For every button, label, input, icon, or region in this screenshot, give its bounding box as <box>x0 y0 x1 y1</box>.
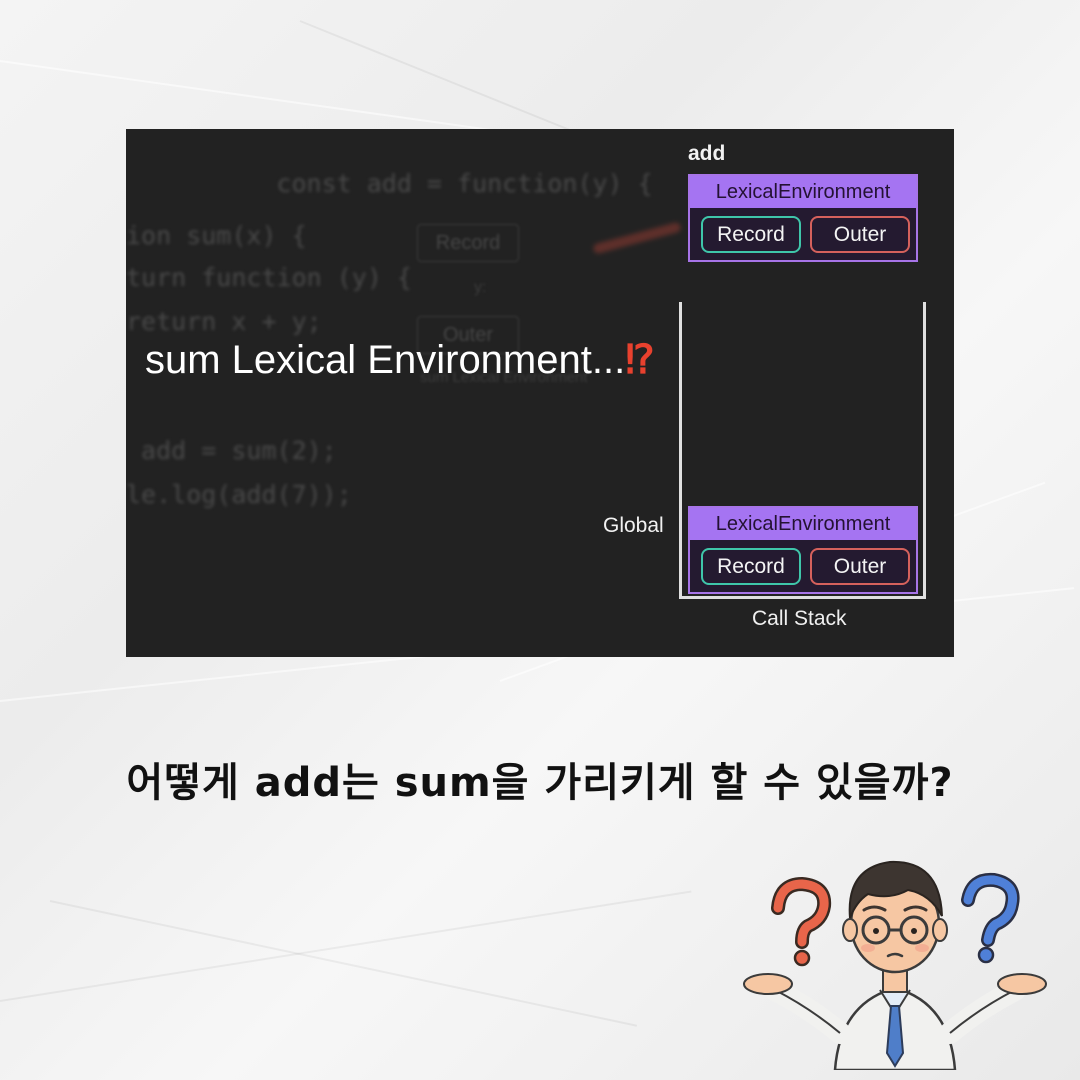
code-line: ion sum(x) { <box>126 221 307 250</box>
code-line: return x + y; <box>126 307 322 336</box>
overlay-text: sum Lexical Environment... <box>145 338 626 382</box>
call-stack-right-wall <box>923 302 926 599</box>
ghost-record-box: Record <box>417 224 519 262</box>
video-frame: const add = function(y) { ion sum(x) { t… <box>126 129 954 657</box>
code-line: turn function (y) { <box>126 263 412 292</box>
call-stack-label: Call Stack <box>752 607 847 630</box>
record-box: Record <box>701 548 801 585</box>
question-mark-icon <box>961 872 1020 964</box>
add-lexical-environment: LexicalEnvironment Record Outer <box>688 174 918 262</box>
global-frame-label: Global <box>603 514 664 537</box>
lexical-environment-title: LexicalEnvironment <box>690 508 916 540</box>
confused-character-illustration <box>743 860 1047 1070</box>
global-lexical-environment: LexicalEnvironment Record Outer <box>688 506 918 594</box>
ghost-outer-box: Outer <box>417 316 519 354</box>
call-stack-left-wall <box>679 302 682 599</box>
question-mark-icon <box>771 876 832 967</box>
code-line: add = sum(2); <box>126 436 337 465</box>
code-line: const add = function(y) { <box>156 169 653 198</box>
ghost-env-caption: sum Lexical Environment <box>420 369 588 386</box>
outer-box: Outer <box>810 216 910 253</box>
add-frame-label: add <box>688 142 726 165</box>
lexical-environment-title: LexicalEnvironment <box>690 176 916 208</box>
exclamation-question-icon: ⁉ <box>625 338 655 382</box>
outer-box: Outer <box>810 548 910 585</box>
record-box: Record <box>701 216 801 253</box>
overlay-caption: sum Lexical Environment...⁉ <box>145 337 655 383</box>
question-title: 어떻게 add는 sum을 가리키게 할 수 있을까? <box>126 760 954 806</box>
code-line: le.log(add(7)); <box>126 480 352 509</box>
call-stack-floor <box>679 596 926 599</box>
arrow-icon <box>592 221 682 255</box>
ghost-y-label: y: <box>474 279 487 296</box>
